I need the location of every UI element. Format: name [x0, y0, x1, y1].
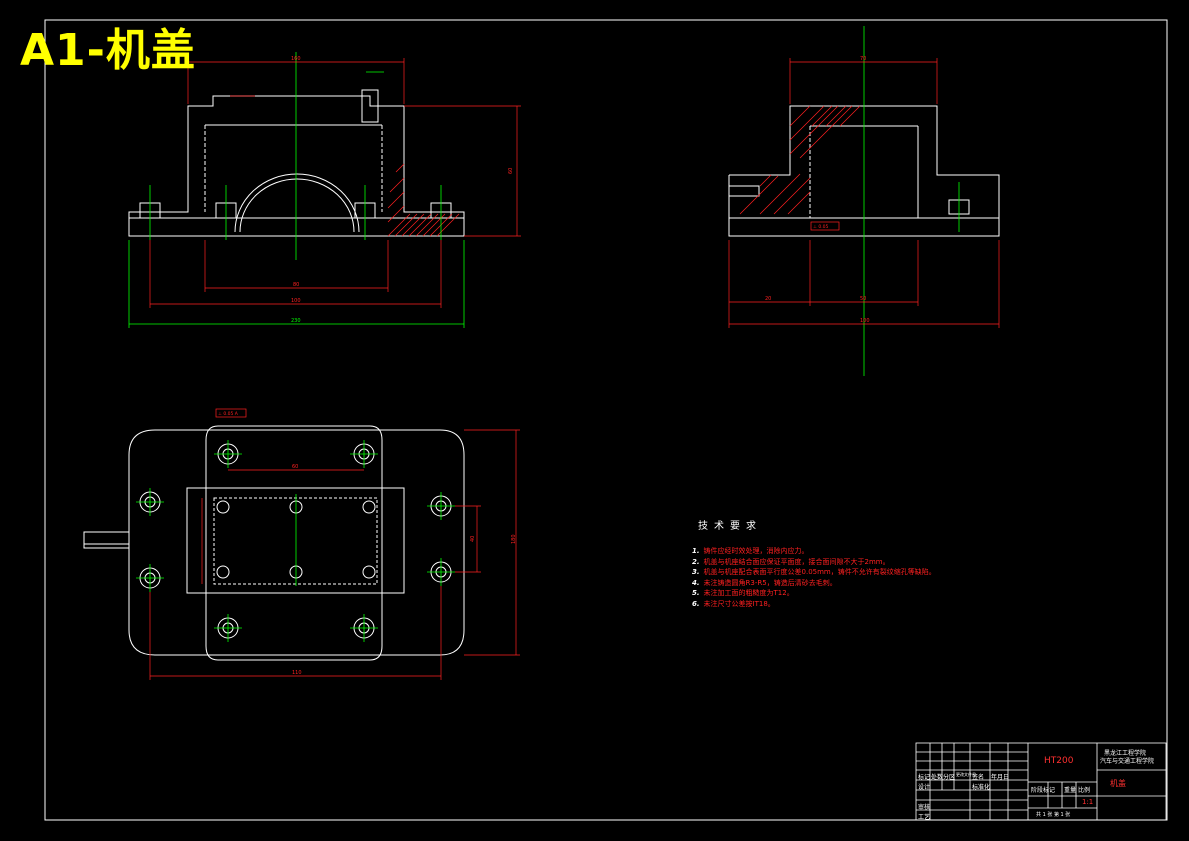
dim-side-overall: 100 — [860, 318, 870, 324]
dim-side-left: 20 — [765, 296, 771, 302]
side-view-dim-texts: 70 20 50 100 ⊥ 0.05 — [765, 56, 870, 324]
tech-requirements-title: 技术要求 — [698, 521, 762, 532]
dim-top-overall: 180 — [511, 534, 517, 544]
front-view-centerlines — [149, 52, 442, 260]
title-block-weight: 重量 — [1064, 787, 1077, 794]
title-block-sheet-info: 共 1 张 第 1 张 — [1036, 812, 1071, 818]
dim-top-bolt-span: 110 — [292, 670, 302, 676]
title-block-row-label: 标记 — [918, 774, 931, 781]
front-view-dim-texts: 160 80 60 100 230 — [291, 56, 514, 324]
sheet-border — [44, 19, 1168, 821]
side-view-tol-label: ⊥ 0.05 — [813, 224, 829, 230]
dim-front-inner: 80 — [293, 282, 299, 288]
title-block-row-label: 分区 — [943, 774, 956, 781]
dim-top-bolt-vert: 40 — [470, 536, 476, 542]
dim-side-top: 70 — [860, 56, 866, 62]
title-block-scale: 1:1 — [1082, 798, 1094, 806]
title-block-ratio: 比例 — [1078, 787, 1091, 794]
dim-front-height: 60 — [508, 168, 514, 174]
tech-requirement-item: 4.未注铸造圆角R3-R5，铸造后清砂去毛刺。 — [692, 578, 837, 587]
title-block-school-2: 汽车与交通工程学院 — [1100, 758, 1155, 765]
top-view-dim-texts: 110 60 40 180 ⊥ 0.05 A — [218, 411, 517, 676]
sheet-title: A1-机盖 — [20, 25, 196, 76]
title-block-standardize: 标准化 — [972, 784, 991, 791]
title-block-row-label: 年月日 — [991, 774, 1010, 781]
tech-requirement-item: 2.机盖与机座结合面应保证平面度，接合面间隙不大于2mm。 — [692, 557, 890, 566]
top-view-centerlines — [136, 440, 455, 642]
title-block-process: 工艺 — [918, 814, 931, 821]
tech-requirements-list: 1.铸件应经时效处理，消除内应力。 2.机盖与机座结合面应保证平面度，接合面间隙… — [692, 546, 936, 609]
title-block-design: 设计 — [918, 784, 931, 791]
title-block-row-label: 更改文件号 — [956, 772, 976, 777]
title-block-school-1: 黑龙江工程学院 — [1104, 750, 1147, 757]
tech-requirement-item: 1.铸件应经时效处理，消除内应力。 — [692, 547, 809, 555]
front-view-overall-dim — [128, 240, 465, 328]
dim-side-mid: 50 — [860, 296, 866, 302]
dim-front-overall: 230 — [291, 318, 301, 324]
tech-requirement-item: 5.未注加工面的粗糙度为T12。 — [692, 589, 794, 597]
side-view-dimensions — [728, 58, 1000, 328]
front-view — [128, 89, 465, 237]
front-view-dimensions — [149, 58, 521, 308]
title-block-review: 审核 — [918, 804, 931, 811]
dim-front-bolt-span: 100 — [291, 298, 301, 304]
tech-requirement-item: 6.未注尺寸公差按IT18。 — [692, 599, 775, 608]
title-block-part-name: 机盖 — [1110, 779, 1126, 788]
title-block-row-label: 处数 — [931, 774, 944, 781]
top-view-tol-label: ⊥ 0.05 A — [218, 411, 239, 417]
title-block-stage-mark: 阶段标记 — [1031, 787, 1056, 794]
side-view-hatch — [739, 105, 861, 215]
side-view-centerlines — [863, 26, 960, 376]
dim-front-top: 160 — [291, 56, 301, 62]
top-view-dimensions — [149, 408, 520, 680]
tech-requirement-item: 3.机盖与机座配合表面平行度公差0.05mm，铸件不允许有裂纹缩孔等缺陷。 — [692, 568, 936, 576]
title-block-row-label: 签名 — [972, 774, 985, 781]
title-block-material: HT200 — [1044, 756, 1074, 766]
title-block — [915, 742, 1167, 821]
dim-top-inner: 60 — [292, 464, 298, 470]
side-view — [728, 105, 1000, 237]
top-view — [83, 425, 465, 661]
